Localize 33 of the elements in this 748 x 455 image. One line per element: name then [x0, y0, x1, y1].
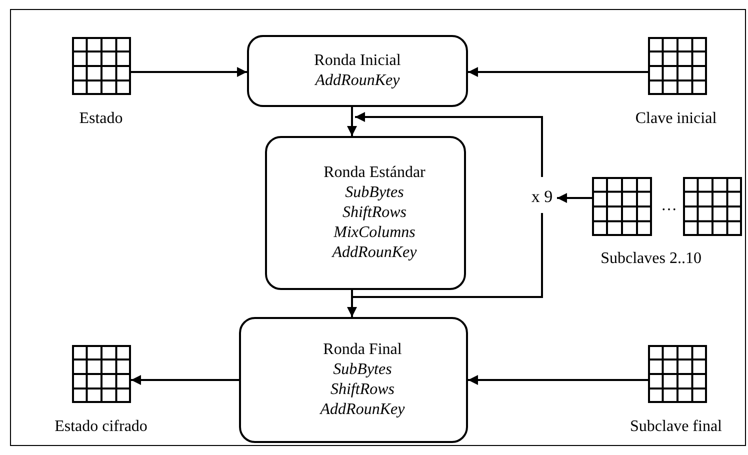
operation-name: MixColumns — [334, 223, 416, 243]
ellipsis-label: … — [661, 196, 677, 216]
grid-drawing — [592, 177, 652, 236]
round-title: Ronda Inicial — [314, 51, 401, 71]
round-box — [265, 136, 466, 290]
grid-caption: Clave inicial — [635, 109, 717, 129]
operation-name: SubBytes — [345, 183, 404, 203]
round-box — [239, 317, 468, 443]
arrow — [355, 112, 543, 177]
arrow — [557, 193, 592, 203]
operation-name: AddRounKey — [320, 400, 405, 420]
grid-drawing — [683, 177, 742, 236]
round-box — [247, 35, 468, 107]
operation-name: ShiftRows — [342, 203, 406, 223]
arrow — [468, 67, 648, 77]
arrow — [347, 107, 357, 136]
operation-name: AddRounKey — [315, 71, 400, 91]
grid-drawing — [72, 345, 131, 403]
round-title: Ronda Estándar — [324, 163, 426, 183]
grid-caption: Subclaves 2..10 — [600, 249, 702, 269]
grid-drawing — [648, 345, 707, 403]
grid-caption: Estado — [79, 109, 123, 129]
arrow — [131, 375, 239, 385]
operation-name: ShiftRows — [330, 380, 394, 400]
grid-drawing — [648, 37, 707, 95]
grid-caption: Subclave final — [630, 417, 722, 437]
arrow — [131, 67, 247, 77]
operation-name: SubBytes — [333, 360, 392, 380]
operation-name: AddRounKey — [332, 243, 417, 263]
grid-caption: Estado cifrado — [54, 417, 148, 437]
arrow — [468, 375, 648, 385]
round-title: Ronda Final — [323, 340, 402, 360]
grid-drawing — [72, 37, 131, 95]
